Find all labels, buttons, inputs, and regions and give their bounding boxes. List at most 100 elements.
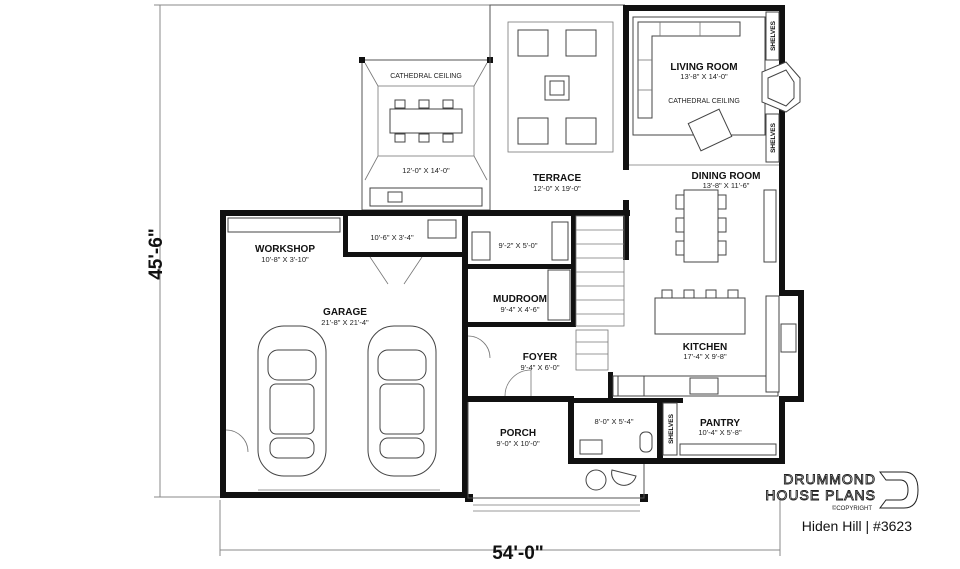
stool [661, 289, 673, 299]
buffet [763, 189, 777, 263]
dining-room-size: 13'-8" X 11'-6" [703, 181, 750, 190]
wall [657, 398, 663, 458]
width-label: 54'-0" [492, 543, 544, 564]
bath-size: 9'-2" X 5'-0" [498, 241, 537, 250]
workshop-size: 10'-8" X 3'-10" [261, 255, 309, 264]
ceiling-line [364, 62, 379, 87]
fridge [617, 375, 645, 397]
wall [779, 5, 785, 295]
brand-block: DRUMMOND HOUSE PLANS ©COPYRIGHT Hiden Hi… [765, 471, 919, 534]
chair [442, 99, 454, 109]
covered-deck-size: 12'-0" X 14'-0" [402, 166, 450, 175]
porch-name: PORCH [500, 428, 536, 439]
pantry: SHELVES PANTRY 10'-4" X 5'-8" [662, 402, 777, 456]
wall [568, 398, 574, 464]
door-swing [504, 369, 532, 397]
wall [798, 290, 804, 400]
depth-label: 45'-6" [146, 228, 167, 280]
foyer: FOYER 9'-4" X 6'-0" [467, 335, 560, 397]
garage-name: GARAGE [323, 307, 367, 318]
toilet [639, 431, 653, 453]
post [359, 57, 365, 63]
lounge-chair [517, 117, 549, 145]
car-roof [269, 383, 315, 435]
lounge-chair [565, 117, 597, 145]
door-swing [467, 335, 491, 359]
wall [568, 398, 660, 403]
living-room: SHELVES SHELVES LIVING ROOM 13'-8" X 14'… [632, 11, 801, 163]
dimension-lines [154, 4, 781, 556]
chair [675, 217, 685, 233]
stairs [575, 215, 625, 371]
chair [717, 240, 727, 256]
wall [623, 200, 629, 260]
kitchen: KITCHEN 17'-4" X 9'-8" [612, 289, 797, 397]
ceiling-line [473, 155, 488, 181]
car-roof [379, 383, 425, 435]
range [689, 377, 719, 395]
door-leaf [403, 256, 423, 285]
garage-size: 21'-8" X 21'-4" [321, 318, 369, 327]
porch-size: 9'-0" X 10'-0" [496, 439, 540, 448]
covered-deck-note: CATHEDRAL CEILING [390, 73, 462, 80]
stool [683, 289, 695, 299]
terrace-name: TERRACE [533, 173, 582, 184]
kitchen-name: KITCHEN [683, 342, 727, 353]
wall [343, 252, 463, 257]
terrace-size: 12'-0" X 19'-0" [533, 184, 581, 193]
fireplace-inner [767, 69, 795, 107]
stool [727, 289, 739, 299]
mudroom-name: MUDROOM [493, 294, 547, 305]
wall [343, 216, 348, 256]
foyer-size: 9'-4" X 6'-0" [520, 363, 559, 372]
laundry [551, 221, 569, 261]
chair [442, 133, 454, 143]
outdoor-kitchen-counter [369, 187, 483, 207]
kitchen-size: 17'-4" X 9'-8" [683, 352, 727, 361]
car-right [367, 325, 437, 477]
workshop-name: WORKSHOP [255, 244, 315, 255]
wall [220, 492, 468, 498]
workbench [227, 217, 341, 233]
pantry-shelves-label: SHELVES [668, 413, 675, 444]
workshop: WORKSHOP 10'-8" X 3'-10" [227, 217, 341, 264]
chair [394, 99, 406, 109]
outdoor-sink [387, 191, 403, 203]
brand-copyright: ©COPYRIGHT [832, 505, 872, 512]
kitchen-sink [780, 323, 797, 353]
lounge-chair [565, 29, 597, 57]
pantry-counter [679, 443, 777, 456]
shelves-bottom [765, 113, 780, 163]
chair [717, 217, 727, 233]
wall [663, 398, 683, 403]
outdoor-table [389, 108, 463, 134]
closet: 8'-0" X 5'-4" [579, 417, 653, 455]
plan-name: Hiden Hill | #3623 [802, 518, 912, 534]
living-rug [632, 16, 766, 136]
wall [220, 210, 470, 216]
door-leaf [369, 256, 389, 285]
porch-outline [467, 402, 645, 499]
wall [623, 5, 629, 170]
shelves-top [765, 11, 780, 61]
wall [462, 210, 468, 498]
pantry-name: PANTRY [700, 418, 740, 429]
porch: PORCH 9'-0" X 10'-0" [467, 402, 645, 512]
car-rear-window [379, 437, 425, 459]
kitchen-island [654, 297, 746, 335]
living-room-name: LIVING ROOM [670, 62, 737, 73]
mudroom-size: 9'-4" X 4'-6" [500, 305, 539, 314]
wall [623, 5, 785, 11]
walls [220, 5, 804, 502]
wall [220, 210, 226, 498]
foyer-name: FOYER [523, 352, 558, 363]
covered-deck: CATHEDRAL CEILING 12'-0" X 14'-0" [359, 57, 493, 211]
wall [779, 396, 804, 402]
fire-pit-inner [549, 80, 565, 96]
wall [468, 264, 576, 269]
terrace-rug [507, 21, 614, 153]
vanity [579, 439, 603, 455]
closet-size: 8'-0" X 5'-4" [594, 417, 633, 426]
bath: 9'-2" X 5'-0" [471, 221, 569, 261]
